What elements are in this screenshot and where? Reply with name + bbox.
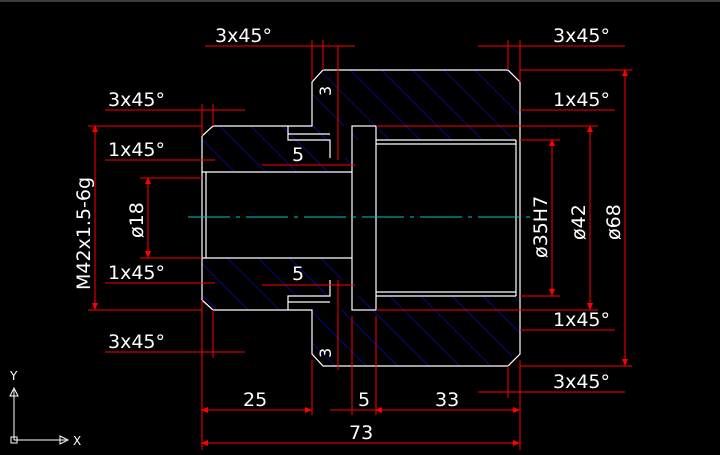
label-groove-top: 5: [292, 144, 304, 166]
label-chamfer-3-top: 3: [316, 86, 335, 96]
label-dim-73: 73: [349, 422, 373, 444]
label-chamfer-right-lower: 3x45°: [553, 371, 610, 393]
hatch-lower-section: [312, 296, 520, 366]
dimension-labels: 3x45° 3x45° 3x45° 3x45° 3x45° 1x45° 1x45…: [73, 25, 625, 444]
label-chamfer-3-bottom: 3: [316, 348, 335, 358]
label-dia-42: ø42: [568, 204, 590, 240]
part-outline: [201, 69, 521, 367]
label-1x45-lower-right: 1x45°: [553, 309, 610, 331]
label-dim-5: 5: [358, 389, 370, 411]
ucs-y-label: Y: [9, 369, 18, 383]
label-1x45-upper-right: 1x45°: [553, 89, 610, 111]
label-groove-bottom: 5: [292, 263, 304, 285]
label-dim-33: 33: [435, 389, 459, 411]
hatch-lower-hub: [202, 258, 352, 310]
hatch-upper-hub: [202, 126, 352, 172]
hatch-upper-section: [213, 70, 520, 140]
label-dim-25: 25: [243, 389, 267, 411]
label-1x45-lower-left: 1x45°: [108, 262, 165, 284]
dimension-lines: [88, 40, 632, 450]
label-dia-68: ø68: [603, 204, 625, 240]
label-thread: M42x1.5-6g: [73, 177, 95, 290]
label-dia-35h7: ø35H7: [530, 196, 552, 258]
label-1x45-upper-left: 1x45°: [108, 139, 165, 161]
label-chamfer-left-upper: 3x45°: [108, 89, 165, 111]
label-chamfer-left-lower: 3x45°: [108, 331, 165, 353]
ucs-icon: [9, 386, 70, 445]
hatch-regions: [202, 70, 520, 366]
label-chamfer-top-right: 3x45°: [553, 25, 610, 47]
label-chamfer-top-mid: 3x45°: [215, 25, 272, 47]
ucs-x-label: X: [73, 434, 81, 448]
label-dia-18: ø18: [126, 202, 148, 238]
